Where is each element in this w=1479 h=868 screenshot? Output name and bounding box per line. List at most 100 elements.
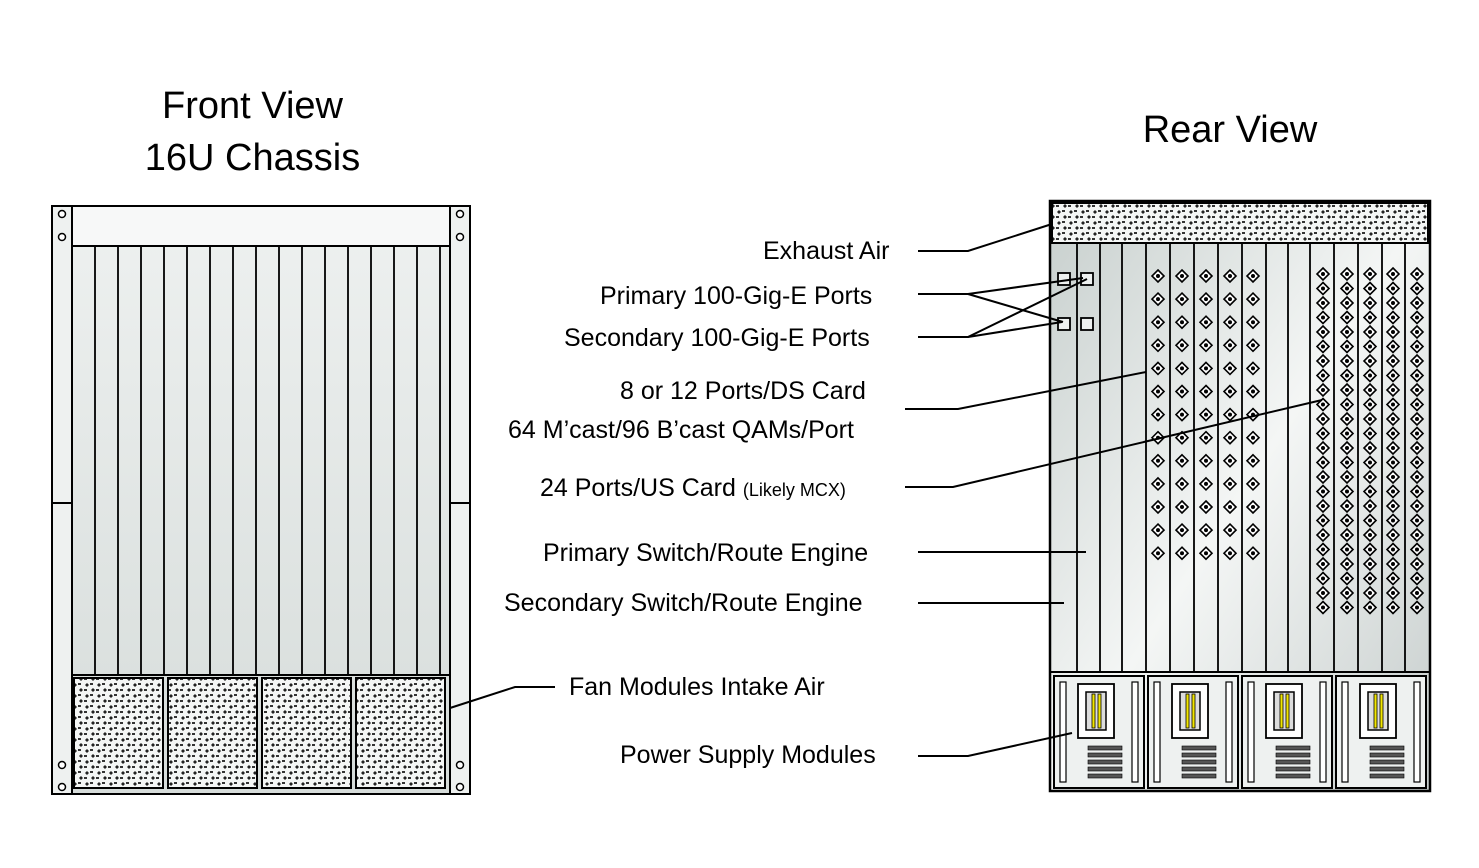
us-port-connector: [1385, 324, 1401, 340]
us-port-connector: [1385, 585, 1401, 601]
label-us-card-note: (Likely MCX): [742, 480, 846, 500]
us-port-connector: [1339, 455, 1355, 470]
us-port-connector: [1385, 484, 1401, 499]
front-chassis: [51, 205, 471, 795]
us-port-connector: [1315, 513, 1331, 528]
ds-port-connector: [1150, 407, 1166, 422]
ds-port-connector: [1150, 268, 1166, 284]
us-port-connector: [1385, 295, 1401, 311]
ds-port-connector: [1245, 430, 1261, 445]
fan-grille-2: [167, 677, 258, 789]
us-port-connector: [1315, 556, 1331, 572]
ds-port-connector: [1245, 499, 1261, 515]
ds-port-connector: [1150, 338, 1166, 353]
us-port-connector: [1339, 542, 1355, 557]
us-port-connector: [1362, 411, 1378, 427]
us-port-connector: [1362, 600, 1378, 615]
us-port-connector: [1385, 571, 1401, 586]
label-power-supply: Power Supply Modules: [620, 741, 876, 769]
label-ds-card-line2: 64 M’cast/96 B’cast QAMs/Port: [508, 416, 854, 444]
us-port-connector: [1409, 527, 1425, 543]
ds-port-connector: [1222, 338, 1238, 353]
ds-port-connector: [1174, 476, 1190, 492]
us-port-connector: [1385, 397, 1401, 412]
us-port-connector: [1409, 469, 1425, 485]
power-supply-module: [1335, 675, 1427, 789]
front-top-bezel: [71, 205, 451, 247]
us-port-connector: [1362, 571, 1378, 586]
power-supply-module: [1053, 675, 1145, 789]
ds-port-connector: [1222, 476, 1238, 492]
us-port-connector: [1409, 542, 1425, 557]
us-port-connector: [1339, 585, 1355, 601]
us-port-connector: [1315, 266, 1331, 282]
us-port-connector: [1385, 440, 1401, 456]
us-port-connector: [1362, 368, 1378, 383]
us-port-connector: [1339, 353, 1355, 369]
us-port-connector: [1339, 484, 1355, 499]
us-port-connector: [1362, 556, 1378, 572]
rear-chassis: [1048, 199, 1432, 793]
ds-port-connector: [1198, 384, 1214, 399]
us-port-connector: [1339, 266, 1355, 282]
us-port-connector: [1385, 498, 1401, 514]
us-port-connector: [1385, 339, 1401, 354]
us-port-connector: [1385, 411, 1401, 427]
exhaust-air-leader: [918, 223, 1053, 252]
ds-port-connector: [1150, 499, 1166, 515]
ds-port-connector: [1198, 315, 1214, 330]
ds-port-connector: [1198, 268, 1214, 284]
us-port-connector: [1409, 339, 1425, 354]
us-port-connector: [1362, 527, 1378, 543]
us-port-connector: [1339, 281, 1355, 296]
us-port-connector: [1362, 324, 1378, 340]
us-port-connector: [1315, 339, 1331, 354]
us-port-connector: [1315, 368, 1331, 383]
us-port-connector: [1385, 281, 1401, 296]
us-port-connector: [1409, 353, 1425, 369]
callout-lines: [449, 223, 1323, 757]
label-primary-sre: Primary Switch/Route Engine: [543, 539, 869, 567]
us-port-connector: [1339, 339, 1355, 354]
us-port-connector: [1385, 542, 1401, 557]
us-port-connector: [1362, 426, 1378, 441]
us-port-connector: [1385, 266, 1401, 282]
us-port-connector: [1385, 368, 1401, 383]
ds-port-connector: [1174, 291, 1190, 307]
fan-grille-3: [261, 677, 352, 789]
front-view-title-line2: 16U Chassis: [144, 137, 361, 179]
ds-port-connector: [1174, 407, 1190, 422]
ds-port-connector: [1245, 384, 1261, 399]
us-port-connector: [1339, 324, 1355, 340]
us-port-connector: [1385, 513, 1401, 528]
ds-port-connector: [1174, 499, 1190, 515]
us-port-connector: [1315, 542, 1331, 557]
us-port-connector: [1339, 498, 1355, 514]
us-port-connector: [1385, 310, 1401, 325]
us-port-connector: [1362, 513, 1378, 528]
us-port-connector: [1409, 368, 1425, 383]
us-port-connector: [1409, 426, 1425, 441]
us-port-connector: [1315, 353, 1331, 369]
ds-port-connector: [1245, 546, 1261, 561]
us-port-connector: [1315, 397, 1331, 412]
us-port-connector: [1409, 411, 1425, 427]
primary-100g-port-2: [1080, 317, 1094, 331]
us-port-connector: [1409, 295, 1425, 311]
us-port-connector: [1315, 310, 1331, 325]
ds-port-connector: [1198, 430, 1214, 445]
ds-port-connector: [1245, 291, 1261, 307]
front-fan-grilles: [73, 677, 446, 789]
us-port-connector: [1362, 484, 1378, 499]
us-port-connector: [1385, 455, 1401, 470]
label-us-card: 24 Ports/US Card (Likely MCX): [540, 473, 846, 505]
us-port-connector: [1339, 368, 1355, 383]
front-view-title: Front View 16U Chassis: [100, 80, 405, 184]
us-port-connector: [1339, 556, 1355, 572]
ds-port-connector: [1222, 430, 1238, 445]
us-port-connector: [1362, 382, 1378, 398]
us-port-connector: [1315, 585, 1331, 601]
ds-port-connector: [1222, 384, 1238, 399]
